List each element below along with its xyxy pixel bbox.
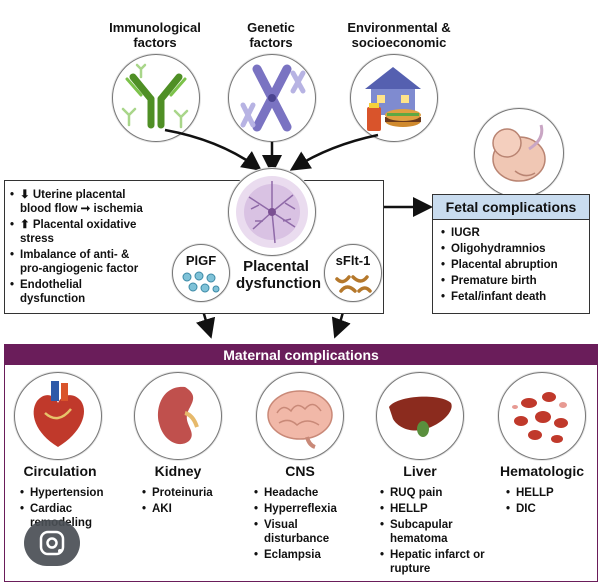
antibody-icon	[121, 63, 189, 129]
placenta-circle	[228, 168, 316, 256]
cns-title: CNS	[285, 463, 315, 479]
maternal-header: Maternal complications	[5, 345, 597, 365]
liver-item: •RUQ pain	[380, 487, 443, 499]
liver-item: •HELLP	[380, 503, 428, 515]
mechanism-item: •Imbalance of anti- & pro-angiogenic fac…	[10, 249, 139, 275]
house-food-icon	[365, 67, 421, 131]
plgf-icon	[182, 271, 220, 293]
hematologic-list: •HELLP •DIC	[506, 486, 594, 518]
fetal-item: •Premature birth	[441, 275, 537, 287]
cns-item: •Visual disturbance	[254, 519, 330, 545]
hematologic-item: •DIC	[506, 503, 536, 515]
plgf-circle: PlGF	[172, 244, 230, 302]
hematologic-title: Hematologic	[499, 463, 584, 479]
heart-icon	[33, 381, 85, 447]
circulation-circle	[14, 372, 102, 460]
kidney-list: •Proteinuria •AKI	[142, 486, 242, 518]
kidney-icon	[158, 386, 199, 445]
brain-icon	[267, 390, 333, 449]
fetal-list: •IUGR •Oligohydramnios •Placental abrupt…	[433, 220, 589, 312]
cns-item: •Eclampsia	[254, 549, 321, 561]
hematologic-item: •HELLP	[506, 487, 554, 499]
fetal-box: Fetal complications •IUGR •Oligohydramni…	[432, 194, 590, 314]
placenta-icon	[236, 176, 308, 248]
cns-item: •Hyperreflexia	[254, 503, 337, 515]
cns-list: •Headache •Hyperreflexia •Visual disturb…	[254, 486, 358, 564]
liver-circle	[376, 372, 464, 460]
mechanism-list: •⬇ Uterine placental blood flow ➞ ischem…	[10, 188, 150, 308]
liver-list: •RUQ pain •HELLP •Subcapular hematoma •H…	[380, 486, 488, 578]
liver-item: •Subcapular hematoma	[380, 519, 453, 545]
fetus-icon	[492, 124, 546, 182]
kidney-title: Kidney	[154, 463, 202, 479]
fetal-item: •IUGR	[441, 227, 480, 239]
plgf-label: PlGF	[185, 253, 217, 268]
hematologic-circle	[498, 372, 586, 460]
fetal-item: •Oligohydramnios	[441, 243, 546, 255]
mechanism-item: •⬆ Placental oxidative stress	[10, 219, 137, 245]
genetic-label: Genetic factors	[247, 20, 295, 50]
kidney-item: •Proteinuria	[142, 487, 213, 499]
sflt1-icon	[335, 275, 372, 293]
liver-item: •Hepatic infarct or rupture	[380, 549, 485, 575]
chromosome-icon	[240, 64, 306, 132]
fetal-item: •Fetal/infant death	[441, 291, 547, 303]
lens-icon	[39, 530, 65, 556]
fetal-item: •Placental abruption	[441, 259, 558, 271]
liver-icon	[389, 396, 452, 437]
kidney-item: •AKI	[142, 503, 172, 515]
fetus-circle	[474, 108, 564, 198]
sflt1-circle: sFlt-1	[324, 244, 382, 302]
mechanism-item: •Endothelial dysfunction	[10, 279, 86, 305]
mechanism-item: •⬇ Uterine placental blood flow ➞ ischem…	[10, 189, 143, 215]
blood-cells-icon	[512, 392, 568, 443]
genetic-circle	[228, 54, 316, 142]
cns-item: •Headache	[254, 487, 319, 499]
placental-dysfunction-label: Placental dysfunction	[236, 258, 321, 292]
circulation-item: •Hypertension	[20, 487, 104, 499]
cns-circle	[256, 372, 344, 460]
kidney-circle	[134, 372, 222, 460]
environmental-label: Environmental & socioeconomic	[347, 20, 451, 50]
immunological-label: Immunological factors	[109, 20, 201, 50]
fetal-header: Fetal complications	[433, 195, 589, 220]
immunological-circle	[112, 54, 200, 142]
circulation-title: Circulation	[23, 463, 97, 479]
sflt1-label: sFlt-1	[335, 253, 371, 268]
lens-button[interactable]	[24, 520, 80, 566]
liver-title: Liver	[403, 463, 437, 479]
environmental-circle	[350, 54, 438, 142]
